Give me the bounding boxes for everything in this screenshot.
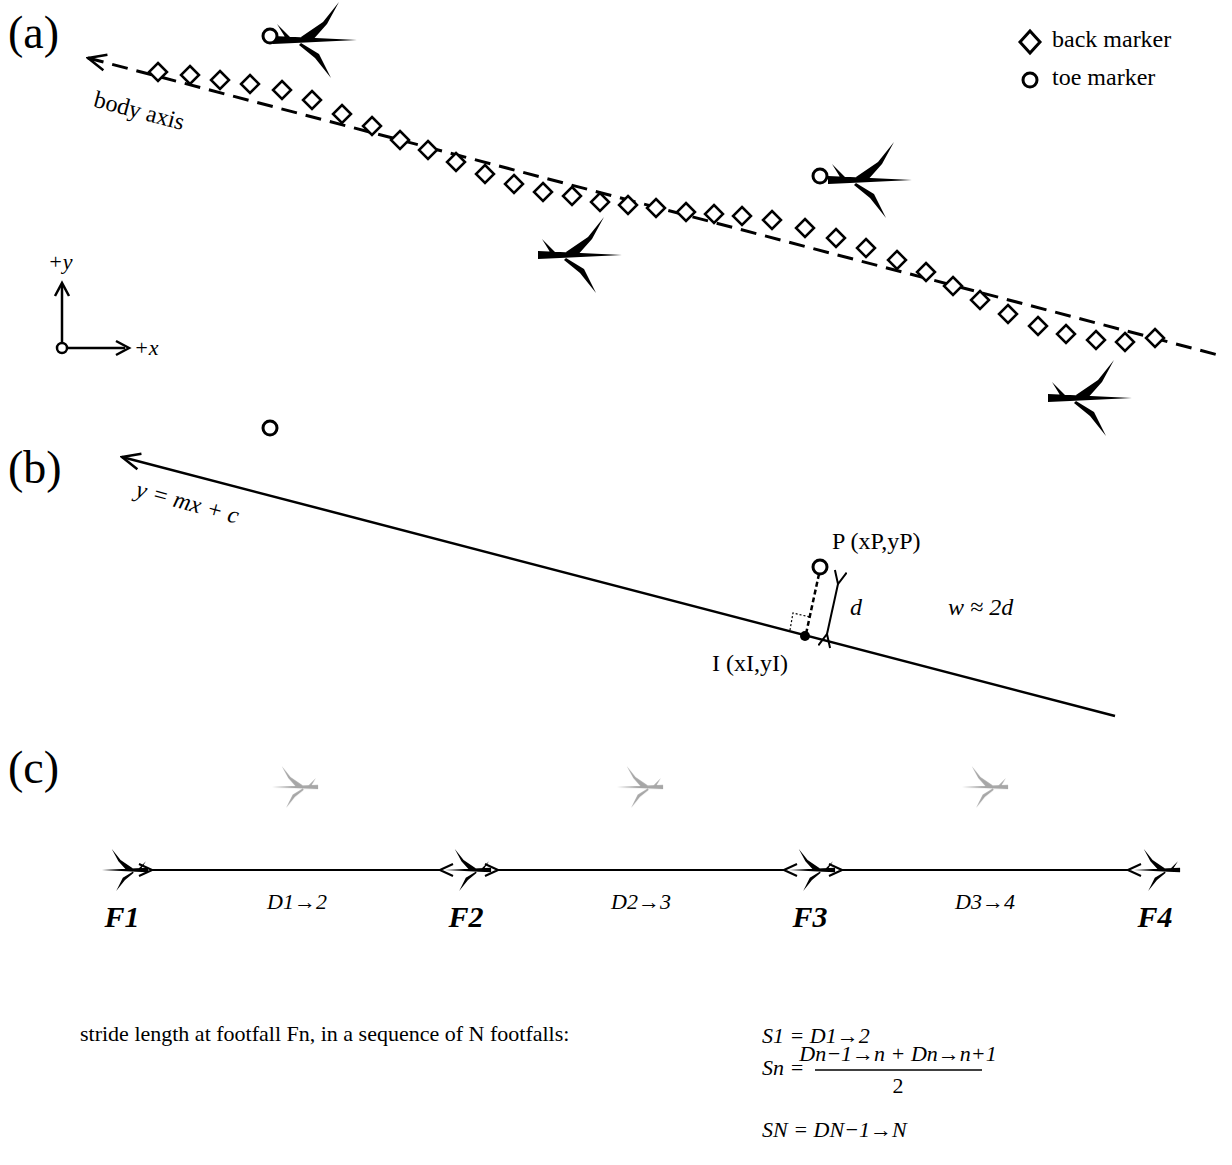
axis-label: +y xyxy=(48,250,73,274)
formula: Dn−1→n + Dn→n+1 xyxy=(799,1042,996,1066)
axes xyxy=(55,283,129,355)
formula: 2 xyxy=(893,1074,904,1098)
note: stride length at footfall Fn, in a seque… xyxy=(80,1022,569,1046)
stride-label: D2→3 xyxy=(611,890,671,914)
formula: SN = DN−1→N xyxy=(762,1118,907,1142)
black-footprints xyxy=(102,849,1180,891)
legend-text: back marker xyxy=(1052,26,1171,52)
dimension: w ≈ 2d xyxy=(948,594,1013,620)
footfall-label: F2 xyxy=(448,900,483,933)
point-p xyxy=(813,560,827,574)
footprints xyxy=(273,2,1132,436)
stride-arrows xyxy=(152,869,1128,871)
legend-circle xyxy=(1023,73,1037,87)
fit-line xyxy=(122,457,1115,716)
perpendicular xyxy=(806,574,819,634)
back-markers xyxy=(149,63,1164,351)
toe-markers xyxy=(263,29,827,435)
legend-diamond xyxy=(1020,31,1040,53)
point-i xyxy=(800,631,810,641)
right-angle xyxy=(790,613,810,630)
axis-label: body axis xyxy=(91,86,187,135)
distance-arrow xyxy=(827,584,838,634)
panel-letter: (b) xyxy=(8,443,62,494)
point-label: P (xP,yP) xyxy=(832,528,920,554)
point-label: I (xI,yI) xyxy=(712,650,788,676)
panel-letter: (a) xyxy=(8,8,59,59)
footfall-label: F4 xyxy=(1137,900,1172,933)
stride-label: D1→2 xyxy=(267,890,327,914)
stride-label: D3→4 xyxy=(955,890,1015,914)
axis-label: +x xyxy=(134,336,159,360)
fraction-bar xyxy=(815,1069,982,1071)
formula: Sn = xyxy=(762,1056,804,1080)
body-axis-line xyxy=(88,58,1222,356)
dimension: d xyxy=(850,594,862,620)
panel-letter: (c) xyxy=(8,743,59,794)
footfall-label: F1 xyxy=(104,900,139,933)
legend-text: toe marker xyxy=(1052,64,1155,90)
footfall-label: F3 xyxy=(792,900,827,933)
grey-footprints xyxy=(272,766,1008,808)
